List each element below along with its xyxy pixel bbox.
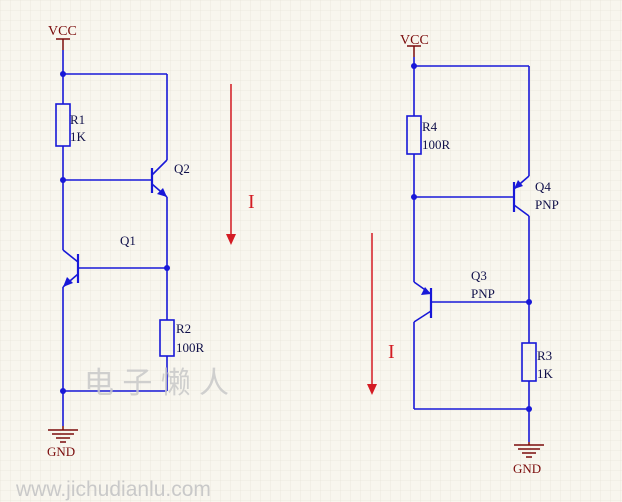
left-current-arrow [226,84,236,245]
r1-value: 1K [70,129,87,144]
q2-name: Q2 [174,161,190,176]
r2-value: 100R [176,340,205,355]
r4-name: R4 [422,119,438,134]
r4-value: 100R [422,137,451,152]
r1-name: R1 [70,112,85,127]
q4-type: PNP [535,197,559,212]
left-vcc-symbol [56,38,70,50]
r3-resistor [521,342,537,382]
left-current-label: I [248,191,255,213]
q4-name: Q4 [535,179,551,194]
left-vcc-label: VCC [48,24,77,39]
left-gnd-label: GND [47,444,75,459]
right-circuit: VCC R4 100R [367,33,559,476]
right-current-label: I [388,341,395,363]
q4-emitter-arrow [514,180,523,189]
right-gnd-symbol [514,442,544,458]
right-junctions [411,63,532,412]
r2-name: R2 [176,321,191,336]
q3-type: PNP [471,286,495,301]
left-circuit: VCC R1 1K [47,24,255,459]
q1-emitter-arrow [63,277,73,287]
q3-name: Q3 [471,268,487,283]
r1-resistor [55,103,71,147]
r4-resistor [406,115,422,155]
watermark-chinese: 电 子 懒 人 [84,367,229,400]
right-wires [413,57,530,442]
left-junctions [60,71,170,394]
right-vcc-label: VCC [400,33,429,48]
r3-name: R3 [537,348,552,363]
q1-name: Q1 [120,233,136,248]
right-vcc-symbol [407,45,421,57]
r3-value: 1K [537,366,554,381]
right-current-arrow [367,233,377,395]
q2-emitter-arrow [157,188,167,197]
r2-resistor [159,319,175,357]
q3-emitter-arrow [421,287,431,295]
right-gnd-label: GND [513,461,541,476]
left-gnd-symbol [48,426,78,443]
watermark-url: www.jichudianlu.com [15,478,211,501]
